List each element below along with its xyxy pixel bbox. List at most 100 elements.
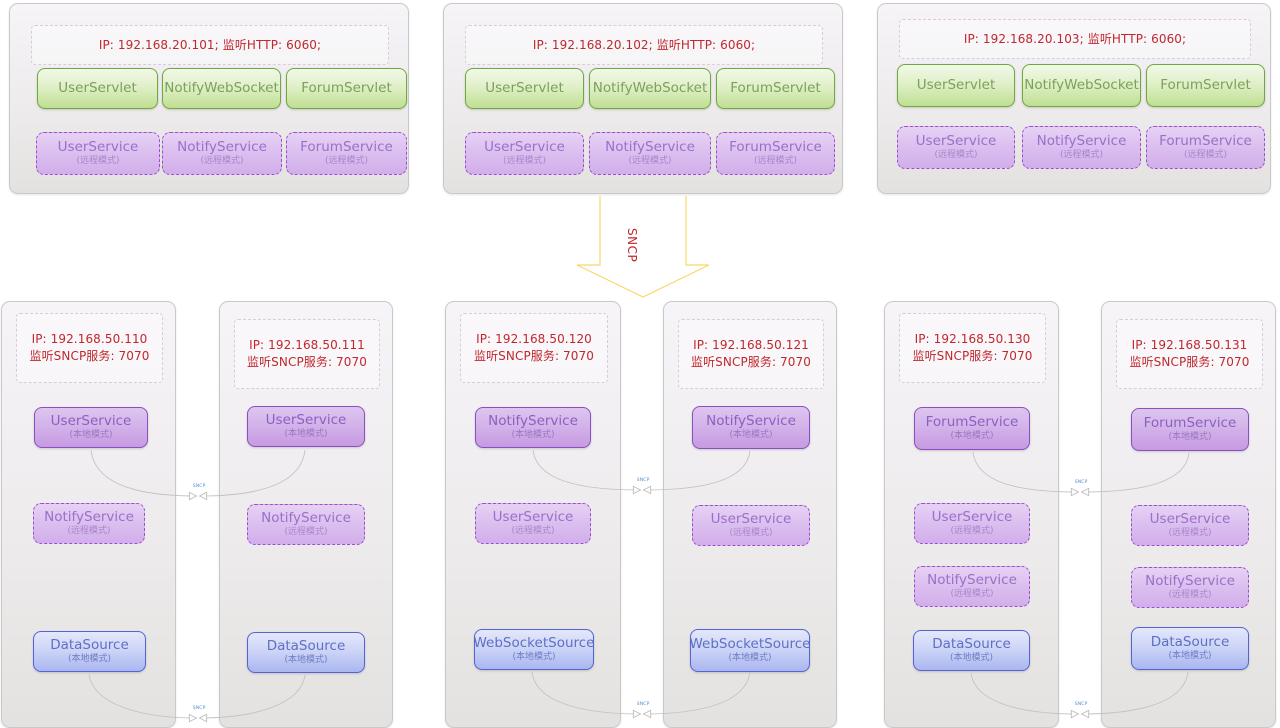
node-label: UserService — [265, 412, 347, 428]
service-node-5-component-3[interactable]: NotifyService (远程模式) — [914, 566, 1030, 607]
node-label: UserService — [57, 139, 139, 155]
service-node-6-component-2[interactable]: UserService (远程模式) — [1131, 505, 1249, 546]
service-node-1-component-1[interactable]: UserService (本地模式) — [34, 407, 148, 448]
node-label: WebSocketSource — [473, 635, 595, 651]
service-node-2-component-3[interactable]: DataSource (本地模式) — [247, 632, 365, 673]
node-mode: (远程模式) — [950, 589, 994, 599]
sncp-protocol-label: SNCP — [625, 228, 639, 263]
service-node-3-ip-header: IP: 192.168.50.120 监听SNCP服务: 7070 — [460, 313, 608, 383]
node-label: NotifyService — [706, 413, 796, 429]
node-label: UserService — [50, 413, 132, 429]
web-server-3-servlet-1[interactable]: UserServlet — [897, 64, 1015, 107]
node-label: UserService — [484, 139, 565, 155]
web-server-1-service-3[interactable]: ForumService (远程模式) — [286, 132, 407, 175]
service-node-6-component-3[interactable]: NotifyService (远程模式) — [1131, 567, 1249, 608]
node-label: DataSource — [50, 637, 129, 653]
service-node-4-component-2[interactable]: UserService (远程模式) — [692, 505, 810, 546]
service-node-panel-2: IP: 192.168.50.111 监听SNCP服务: 7070 UserSe… — [219, 301, 393, 728]
service-node-6-component-1[interactable]: ForumService (本地模式) — [1131, 408, 1249, 451]
node-label: NotifyService — [488, 413, 578, 429]
link-label-2: SNCP — [192, 705, 206, 711]
node-label: NotifyService — [927, 572, 1017, 588]
node-mode: (远程模式) — [76, 156, 120, 166]
web-server-1-servlet-2[interactable]: NotifyWebSocket — [162, 68, 281, 109]
web-server-2-service-1[interactable]: UserService (远程模式) — [465, 132, 584, 175]
node-mode: (远程模式) — [1183, 150, 1228, 160]
service-node-4-component-3[interactable]: WebSocketSource (本地模式) — [689, 629, 811, 672]
node-label: ForumService — [925, 414, 1019, 430]
node-mode: (远程模式) — [324, 156, 369, 166]
node-label: NotifyService — [44, 509, 134, 525]
web-server-2-ip-header: IP: 192.168.20.102; 监听HTTP: 6060; — [465, 25, 823, 65]
service-node-2-component-2[interactable]: NotifyService (远程模式) — [247, 504, 365, 545]
node-label: ForumService — [1143, 415, 1237, 431]
service-node-5-component-1[interactable]: ForumService (本地模式) — [914, 407, 1030, 450]
node-label: NotifyService — [1145, 573, 1235, 589]
service-node-3-component-3[interactable]: WebSocketSource (本地模式) — [473, 629, 595, 670]
service-node-5-component-4[interactable]: DataSource (本地模式) — [913, 630, 1030, 671]
web-server-3-servlet-2[interactable]: NotifyWebSocket — [1022, 64, 1141, 107]
service-node-2-ip-header: IP: 192.168.50.111 监听SNCP服务: 7070 — [234, 319, 380, 389]
node-mode: (本地模式) — [69, 430, 113, 440]
web-server-2-servlet-3[interactable]: ForumServlet — [716, 68, 835, 109]
web-server-2-servlet-1[interactable]: UserServlet — [465, 68, 584, 109]
node-label: NotifyWebSocket — [164, 80, 279, 96]
node-label: NotifyService — [605, 139, 695, 155]
node-mode: (本地模式) — [1168, 651, 1212, 661]
node-mode: (本地模式) — [67, 654, 112, 664]
node-label: NotifyWebSocket — [592, 80, 708, 96]
web-server-2-service-3[interactable]: ForumService (远程模式) — [716, 132, 835, 175]
link-label-6: SNCP — [1074, 701, 1088, 707]
node-mode: (远程模式) — [1168, 528, 1212, 538]
web-server-3-service-3[interactable]: ForumService (远程模式) — [1146, 126, 1265, 169]
node-mode: (远程模式) — [628, 156, 672, 166]
node-mode: (本地模式) — [728, 653, 772, 663]
service-node-panel-4: IP: 192.168.50.121 监听SNCP服务: 7070 Notify… — [663, 301, 837, 728]
service-node-3-component-1[interactable]: NotifyService (本地模式) — [475, 407, 591, 448]
service-node-1-component-2[interactable]: NotifyService (远程模式) — [33, 503, 145, 544]
node-label: UserService — [492, 509, 574, 525]
web-server-3-service-2[interactable]: NotifyService (远程模式) — [1022, 126, 1141, 169]
web-server-2-servlet-2[interactable]: NotifyWebSocket — [589, 68, 711, 109]
web-server-3-servlet-3[interactable]: ForumServlet — [1146, 64, 1265, 107]
node-mode: (远程模式) — [1168, 590, 1212, 600]
service-node-6-component-4[interactable]: DataSource (本地模式) — [1131, 627, 1249, 670]
node-mode: (远程模式) — [753, 156, 798, 166]
node-label: UserService — [915, 133, 997, 149]
service-node-3-component-2[interactable]: UserService (远程模式) — [475, 503, 591, 544]
web-server-panel-3: IP: 192.168.20.103; 监听HTTP: 6060; UserSe… — [877, 3, 1271, 194]
web-server-1-servlet-3[interactable]: ForumServlet — [286, 68, 407, 109]
service-node-1-component-3[interactable]: DataSource (本地模式) — [33, 631, 146, 672]
node-mode: (本地模式) — [284, 429, 328, 439]
node-mode: (远程模式) — [1059, 150, 1104, 160]
web-server-1-service-1[interactable]: UserService (远程模式) — [36, 132, 160, 175]
web-server-3-ip-header: IP: 192.168.20.103; 监听HTTP: 6060; — [899, 19, 1251, 59]
web-server-2-service-2[interactable]: NotifyService (远程模式) — [589, 132, 711, 175]
service-node-4-component-1[interactable]: NotifyService (本地模式) — [692, 406, 810, 449]
web-server-1-servlet-1[interactable]: UserServlet — [37, 68, 158, 109]
node-mode: (远程模式) — [934, 150, 978, 160]
node-label: NotifyService — [1036, 133, 1127, 149]
service-node-panel-6: IP: 192.168.50.131 监听SNCP服务: 7070 ForumS… — [1101, 301, 1276, 728]
node-label: WebSocketSource — [689, 636, 811, 652]
sncp-protocol-arrow — [576, 196, 710, 298]
node-label: ForumService — [1159, 133, 1252, 149]
node-mode: (本地模式) — [949, 653, 994, 663]
web-server-1-ip-header: IP: 192.168.20.101; 监听HTTP: 6060; — [31, 25, 389, 65]
node-mode: (远程模式) — [729, 528, 773, 538]
service-node-5-component-2[interactable]: UserService (远程模式) — [914, 503, 1030, 544]
node-label: ForumServlet — [1160, 77, 1251, 93]
link-label-5: SNCP — [1074, 479, 1088, 485]
service-node-4-ip-header: IP: 192.168.50.121 监听SNCP服务: 7070 — [678, 319, 824, 389]
service-node-1-ip-header: IP: 192.168.50.110 监听SNCP服务: 7070 — [16, 313, 163, 383]
node-mode: (本地模式) — [511, 430, 555, 440]
service-node-panel-5: IP: 192.168.50.130 监听SNCP服务: 7070 ForumS… — [884, 301, 1059, 728]
node-label: ForumService — [729, 139, 822, 155]
service-node-2-component-1[interactable]: UserService (本地模式) — [247, 406, 365, 447]
web-server-panel-2: IP: 192.168.20.102; 监听HTTP: 6060; UserSe… — [443, 3, 843, 194]
node-mode: (本地模式) — [1168, 432, 1212, 442]
node-mode: (本地模式) — [950, 431, 994, 441]
web-server-3-service-1[interactable]: UserService (远程模式) — [897, 126, 1015, 169]
web-server-1-service-2[interactable]: NotifyService (远程模式) — [162, 132, 282, 175]
node-label: UserService — [931, 509, 1013, 525]
